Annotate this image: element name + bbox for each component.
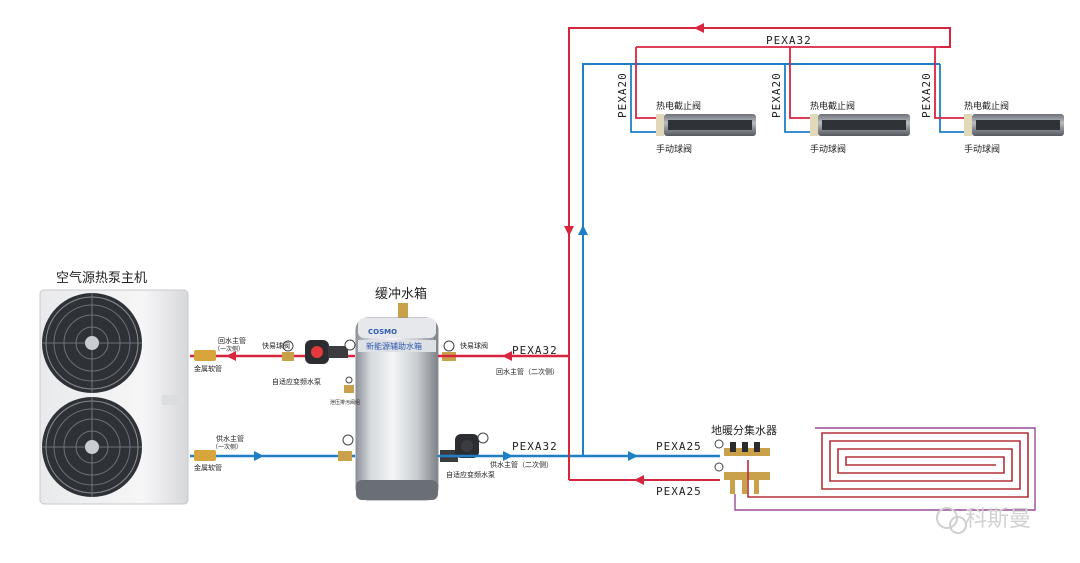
fancoil-1-pipe-size: PEXA20 [616, 72, 629, 118]
return-secondary-size: PEXA32 [512, 344, 558, 357]
tank-brand: COSMO [368, 328, 397, 336]
left-supply-valve-icon [338, 434, 354, 461]
fancoil-2-valve-top: 热电截止阀 [810, 100, 855, 112]
fan-coil-1 [656, 114, 756, 136]
tank-drain-valve-icon [344, 376, 354, 393]
fancoil-3-valve-bottom: 手动球阀 [964, 143, 1000, 155]
return-main-sub: （一次侧） [214, 345, 244, 353]
metal-hose-bottom-icon [194, 450, 216, 461]
manifold-icon [714, 439, 770, 494]
fancoil-1-valve-top: 热电截止阀 [656, 100, 701, 112]
fan-coil-2 [810, 114, 910, 136]
supply-main-label: 供水主管 [216, 434, 244, 443]
manifold-return-pipe [569, 475, 720, 485]
fancoil-3-pipe-size: PEXA20 [920, 72, 933, 118]
tank-label: 新能源辅助水箱 [366, 341, 422, 351]
left-ball-valve-icon [282, 340, 294, 361]
metal-hose-top-icon [194, 350, 216, 361]
left-pump-label: 自适应变频水泵 [272, 377, 321, 386]
left-valve-label: 快易球阀 [262, 341, 290, 350]
watermark: 科斯曼 [936, 507, 1031, 534]
right-valve-label: 快易球阀 [460, 341, 488, 350]
fancoil-2-valve-bottom: 手动球阀 [810, 143, 846, 155]
hose-label-bottom: 金属软管 [194, 463, 222, 472]
heat-pump-unit [39, 289, 189, 505]
fancoil-2-pipe-size: PEXA20 [770, 72, 783, 118]
buffer-tank [355, 303, 439, 501]
manifold-title: 地暖分集水器 [711, 423, 777, 437]
buffer-tank-title: 缓冲水箱 [375, 286, 427, 302]
fan-coil-3 [964, 114, 1064, 136]
supply-secondary-label: 供水主管（二次侧） [490, 460, 553, 469]
supply-secondary-size: PEXA32 [512, 440, 558, 453]
right-pump-label: 自适应变频水泵 [446, 470, 495, 479]
primary-supply-pipe [190, 451, 355, 461]
return-secondary-label: 回水主管（二次侧） [496, 367, 559, 376]
heat-pump-title: 空气源热泵主机 [56, 270, 147, 286]
fan-top-icon [42, 293, 142, 393]
secondary-supply-pipe [438, 451, 720, 461]
fancoil-branch-1 [630, 47, 660, 133]
secondary-return-pipe [438, 351, 569, 361]
fancoil-1-valve-bottom: 手动球阀 [656, 143, 692, 155]
manifold-return-size: PEXA25 [656, 485, 702, 498]
left-pump-icon [305, 339, 356, 364]
supply-main-sub: （一次侧） [212, 443, 242, 451]
drain-label: 泄压排污阀组 [330, 399, 360, 406]
fancoil-branch-3 [934, 47, 968, 133]
fancoil-3-valve-top: 热电截止阀 [964, 100, 1009, 112]
manifold-supply-size: PEXA25 [656, 440, 702, 453]
hose-label-top: 金属软管 [194, 364, 222, 373]
fan-bottom-icon [42, 397, 142, 497]
right-ball-valve-icon [442, 340, 456, 361]
return-main-label: 回水主管 [218, 336, 246, 345]
fancoil-trunk-size: PEXA32 [766, 34, 812, 47]
floor-heating-loop [734, 427, 1036, 511]
riser-supply-pipe [578, 63, 940, 456]
fancoil-branch-2 [784, 47, 814, 133]
watermark-text: 科斯曼 [965, 507, 1031, 532]
right-pump-icon [440, 432, 489, 462]
